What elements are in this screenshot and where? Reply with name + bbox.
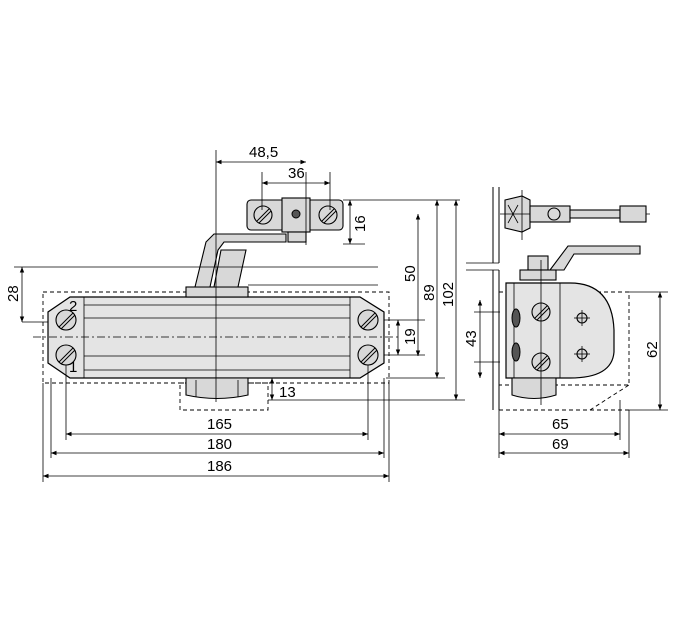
side-arm-pivot-icon	[547, 207, 561, 221]
side-slot-icon	[511, 308, 521, 328]
side-main-arm	[548, 245, 641, 271]
closer-arm	[194, 233, 287, 288]
dimension-label-28: 28	[5, 285, 22, 302]
dimension-label-16: 16	[352, 215, 369, 232]
side-diagonal-dashed	[589, 384, 630, 411]
dimension-label-180: 180	[207, 436, 232, 453]
side-view: 43 62 65 69	[463, 187, 668, 458]
side-slot-icon	[511, 342, 521, 362]
screw-icon	[55, 344, 77, 366]
dimension-label-62: 62	[644, 341, 661, 358]
dimension-label-13: 13	[279, 384, 296, 401]
arm-lower-plate	[213, 249, 247, 288]
screw-icon	[253, 205, 273, 225]
dimension-label-89: 89	[421, 284, 438, 301]
dimension-label-65: 65	[552, 416, 569, 433]
dimension-label-50: 50	[402, 265, 419, 282]
screw-number-1: 1	[69, 359, 77, 376]
dimension-label-43: 43	[463, 330, 480, 347]
dimension-label-19: 19	[402, 328, 419, 345]
front-view: 2 1	[5, 144, 465, 482]
side-arm-nut	[527, 255, 549, 271]
dimension-label-36: 36	[288, 165, 305, 182]
screw-icon	[357, 344, 379, 366]
screw-icon	[55, 309, 77, 331]
dimension-label-48-5: 48,5	[249, 144, 278, 161]
screw-number-2: 2	[69, 298, 77, 315]
hub-pin-icon	[291, 209, 301, 219]
dimension-label-165: 165	[207, 416, 232, 433]
side-pinion-bottom	[511, 377, 557, 400]
side-arm-rod	[569, 209, 621, 219]
dimension-label-69: 69	[552, 436, 569, 453]
bracket-pin	[287, 231, 307, 243]
pinion-bottom	[185, 377, 249, 400]
side-arm-base	[519, 269, 557, 281]
screw-icon	[318, 205, 338, 225]
dimension-label-102: 102	[440, 282, 457, 307]
dimension-label-186: 186	[207, 458, 232, 475]
pinion-top	[185, 286, 249, 298]
screw-icon	[357, 309, 379, 331]
side-arm-end	[619, 205, 647, 223]
